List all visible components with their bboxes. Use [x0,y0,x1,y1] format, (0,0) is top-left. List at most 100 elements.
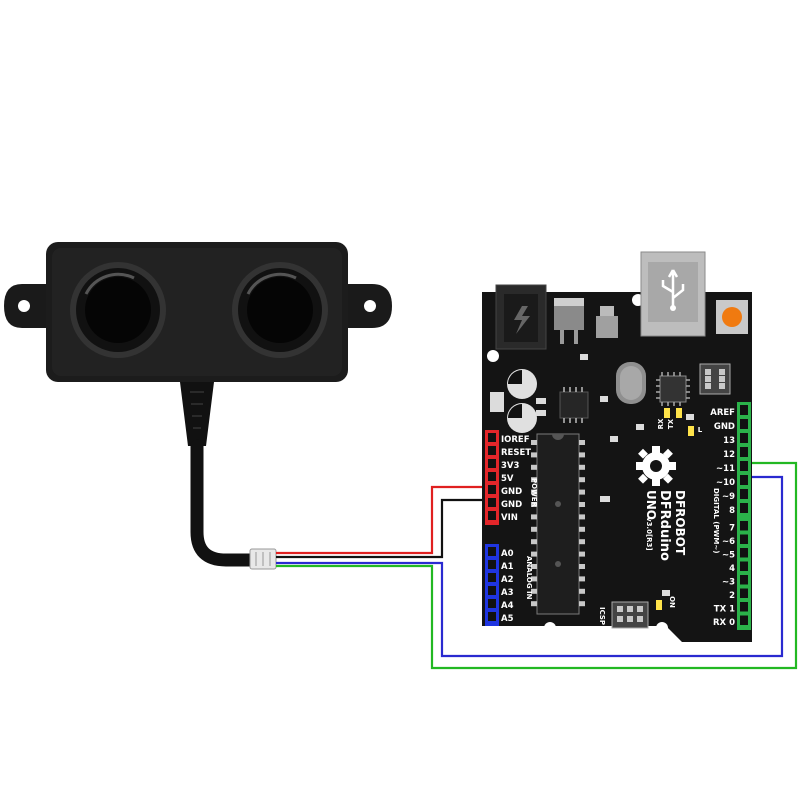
header-pin-socket[interactable] [740,489,748,499]
chip-pin [579,601,585,607]
on-led-label: ON [668,596,676,608]
power-led: ON [656,596,676,610]
wire-red-5v [276,485,488,555]
header-pin-socket[interactable] [488,446,496,455]
pin-label: A5 [501,614,514,624]
header-pin-socket[interactable] [488,560,496,569]
header-pin-socket[interactable] [488,547,496,556]
header-pin-socket[interactable] [488,433,496,442]
chip-pins [579,440,585,607]
header-pin-socket[interactable] [740,405,748,415]
power-section-label: POWER [530,478,538,508]
header-pin-socket[interactable] [488,511,496,520]
pin-label: GND [501,500,522,510]
pin-label: TX 1 [714,605,735,615]
dfrduino-uno-board: TX RX L ICSP ON [482,251,752,642]
header-pin-socket[interactable] [488,599,496,608]
pin-label: GND [714,422,735,432]
pin-label: IOREF [501,435,530,445]
ultrasonic-sensor [4,242,392,570]
header-pin-socket[interactable] [488,459,496,468]
chip-pin [579,440,585,445]
header-pin-socket[interactable] [740,548,748,558]
chip-pin [579,539,585,545]
atmega-chip [531,433,585,615]
chip-pin [531,464,537,470]
sensor-transducer-left [70,262,166,358]
pin-label: ~5 [722,551,735,561]
chip-pin [579,464,585,470]
header-pin-socket[interactable] [740,534,748,545]
usb-connector [640,251,706,337]
header-pin-socket[interactable] [740,433,748,443]
header-pin-socket[interactable] [488,573,496,582]
header-pin-socket[interactable] [740,575,748,585]
board-model: UNO [644,490,658,520]
ic-small [559,387,589,423]
header-pin-socket[interactable] [740,503,748,513]
header-pin-socket[interactable] [488,472,496,481]
chip-pin [531,502,537,507]
header-pin-socket[interactable] [488,612,496,621]
chip-pin [579,514,585,520]
analog-section-label: ANALOG IN [525,556,533,600]
chip-pin [531,576,537,582]
sensor-strain-relief [180,382,214,446]
chip-pin [579,551,585,557]
pin-label: 5V [501,474,514,484]
pin-label: AREF [710,408,735,418]
pin-label: 2 [729,591,735,601]
pin-label: 12 [723,450,735,460]
tx-led-label: TX [667,418,675,429]
pin-label: ~11 [716,464,735,474]
header-pin-socket[interactable] [740,475,748,485]
status-leds: TX RX L [657,408,703,436]
l-led-label: L [698,426,703,434]
board-mount-hole [656,622,668,634]
chip-pin [579,576,585,582]
pin-label: 8 [729,506,735,516]
header-pin-socket[interactable] [740,588,748,599]
board-name: DFRduino [657,490,672,561]
header-pin-socket[interactable] [740,461,748,471]
chip-pin [531,514,537,520]
header-pin-socket[interactable] [740,447,748,457]
pin-label: A4 [501,601,514,611]
pin-label: ~6 [722,537,735,547]
icsp-header-bottom: ICSP [598,601,649,629]
wire-black-gnd [276,498,488,559]
chip-pin [579,489,585,495]
chip-pin [579,526,585,532]
board-version: v3.0[R3] [645,517,653,551]
capacitor [507,403,537,433]
header-pin-socket[interactable] [740,419,748,429]
chip-pin [531,526,537,532]
dfrobot-gear-icon [636,446,676,486]
pin-label: RX 0 [713,618,735,628]
chip-pin [579,588,585,594]
chip-pin [531,489,537,495]
pin-label: A0 [501,549,514,559]
header-pin-socket[interactable] [488,498,496,507]
pin-label: A1 [501,562,514,572]
voltage-regulator [554,298,584,344]
header-pin-socket[interactable] [740,561,748,572]
pin-label: VIN [501,513,518,523]
header-pin-socket[interactable] [740,602,748,612]
header-pin-socket[interactable] [488,586,496,595]
digital-section-label: DIGITAL (PWM~) [712,488,720,553]
sensor-mount-hole-left [18,300,30,312]
icsp-header-top [699,363,731,395]
pin-label: ~10 [716,478,735,488]
header-pin-socket[interactable] [740,521,748,531]
header-pin-socket[interactable] [740,615,748,626]
header-pin-socket[interactable] [488,485,496,494]
usb-chip [656,372,690,406]
sensor-cable [190,439,259,567]
pin-label: GND [501,487,522,497]
chip-pin [531,551,537,557]
